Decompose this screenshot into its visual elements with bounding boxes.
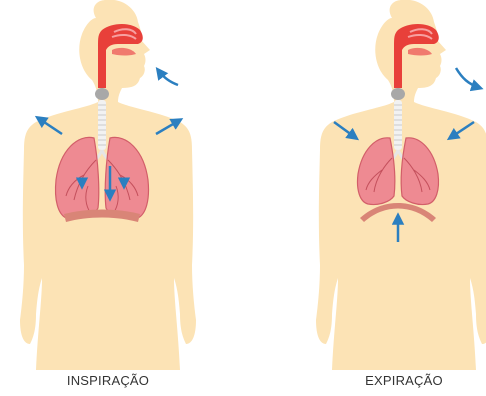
arrow-air-in bbox=[158, 70, 178, 85]
arrow-air-out bbox=[456, 68, 480, 88]
panel-expiracao bbox=[316, 0, 486, 370]
panel-inspiracao bbox=[20, 0, 196, 370]
label-inspiracao: INSPIRAÇÃO bbox=[67, 373, 149, 388]
label-expiracao: EXPIRAÇÃO bbox=[365, 373, 443, 388]
